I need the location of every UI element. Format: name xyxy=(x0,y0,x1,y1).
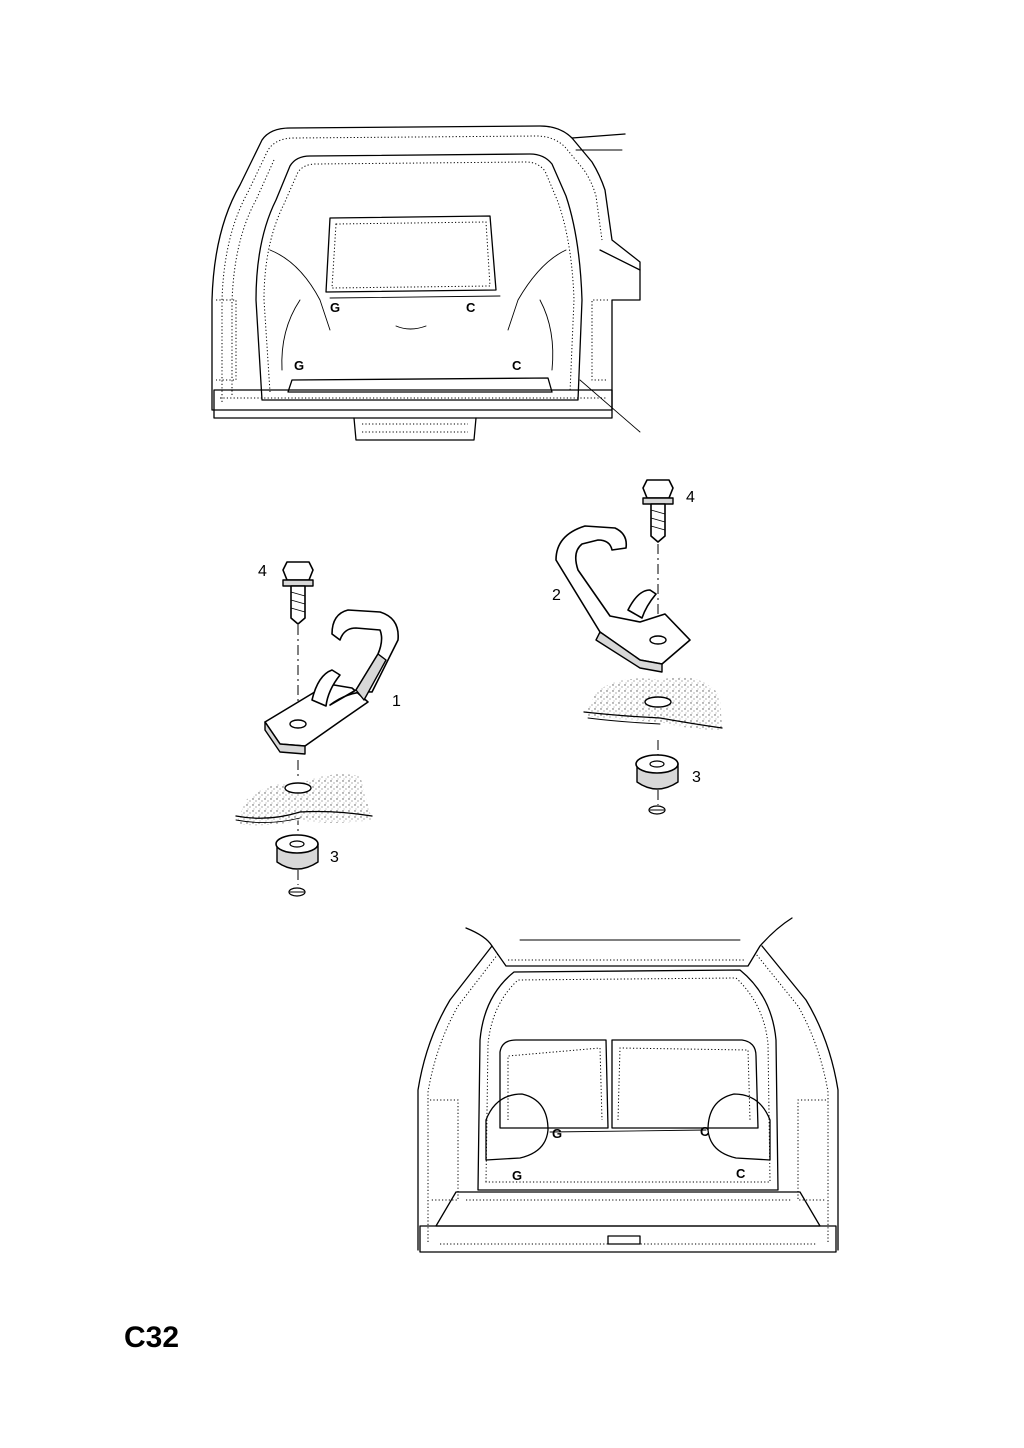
bolt-left xyxy=(282,561,314,625)
page-code: C32 xyxy=(124,1321,180,1354)
svg-text:G: G xyxy=(294,358,304,373)
svg-text:C: C xyxy=(466,300,476,315)
svg-text:G: G xyxy=(330,300,340,315)
spacer-left xyxy=(275,834,319,897)
anchor-loop-1 xyxy=(264,609,399,755)
callout-3-left: 3 xyxy=(330,849,339,866)
callout-1: 1 xyxy=(392,693,401,710)
callout-3-right: 3 xyxy=(692,769,701,786)
carpet-left xyxy=(235,774,373,826)
svg-text:G: G xyxy=(512,1168,522,1183)
anchor-loop-2 xyxy=(555,525,691,673)
callout-4-left: 4 xyxy=(258,563,267,580)
vehicle-rear-view-bottom: G C G C xyxy=(417,917,839,1253)
svg-text:C: C xyxy=(512,358,522,373)
bolt-right xyxy=(642,479,674,543)
callout-2: 2 xyxy=(552,587,561,604)
carpet-right xyxy=(583,677,723,730)
svg-text:G: G xyxy=(552,1126,562,1141)
left-anchor-assembly: 4 1 3 xyxy=(235,561,401,897)
callout-4-right: 4 xyxy=(686,489,695,506)
vehicle-rear-view-top: G C G C xyxy=(211,125,641,441)
svg-text:C: C xyxy=(736,1166,746,1181)
svg-text:C: C xyxy=(700,1124,710,1139)
spacer-right xyxy=(635,754,679,815)
right-anchor-assembly: 4 2 3 xyxy=(552,479,723,815)
